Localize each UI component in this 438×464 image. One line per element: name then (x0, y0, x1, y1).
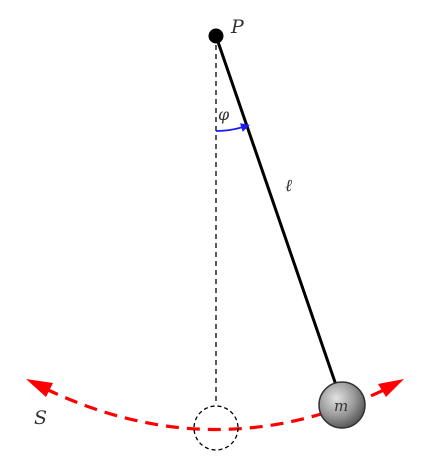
pivot-label: P (230, 16, 245, 38)
pendulum-rod (214, 35, 339, 389)
angle-label: φ (218, 105, 230, 124)
pivot-point (208, 28, 224, 44)
swing-arrow-left-icon (26, 379, 53, 397)
angle-arc (215, 123, 250, 132)
length-label: ℓ (285, 176, 292, 196)
mass-label: m (334, 397, 348, 415)
pendulum-bob (318, 381, 366, 429)
arc-label: S (34, 407, 47, 429)
rest-position-outline (193, 405, 239, 451)
swing-arrow-right-icon (378, 379, 404, 397)
